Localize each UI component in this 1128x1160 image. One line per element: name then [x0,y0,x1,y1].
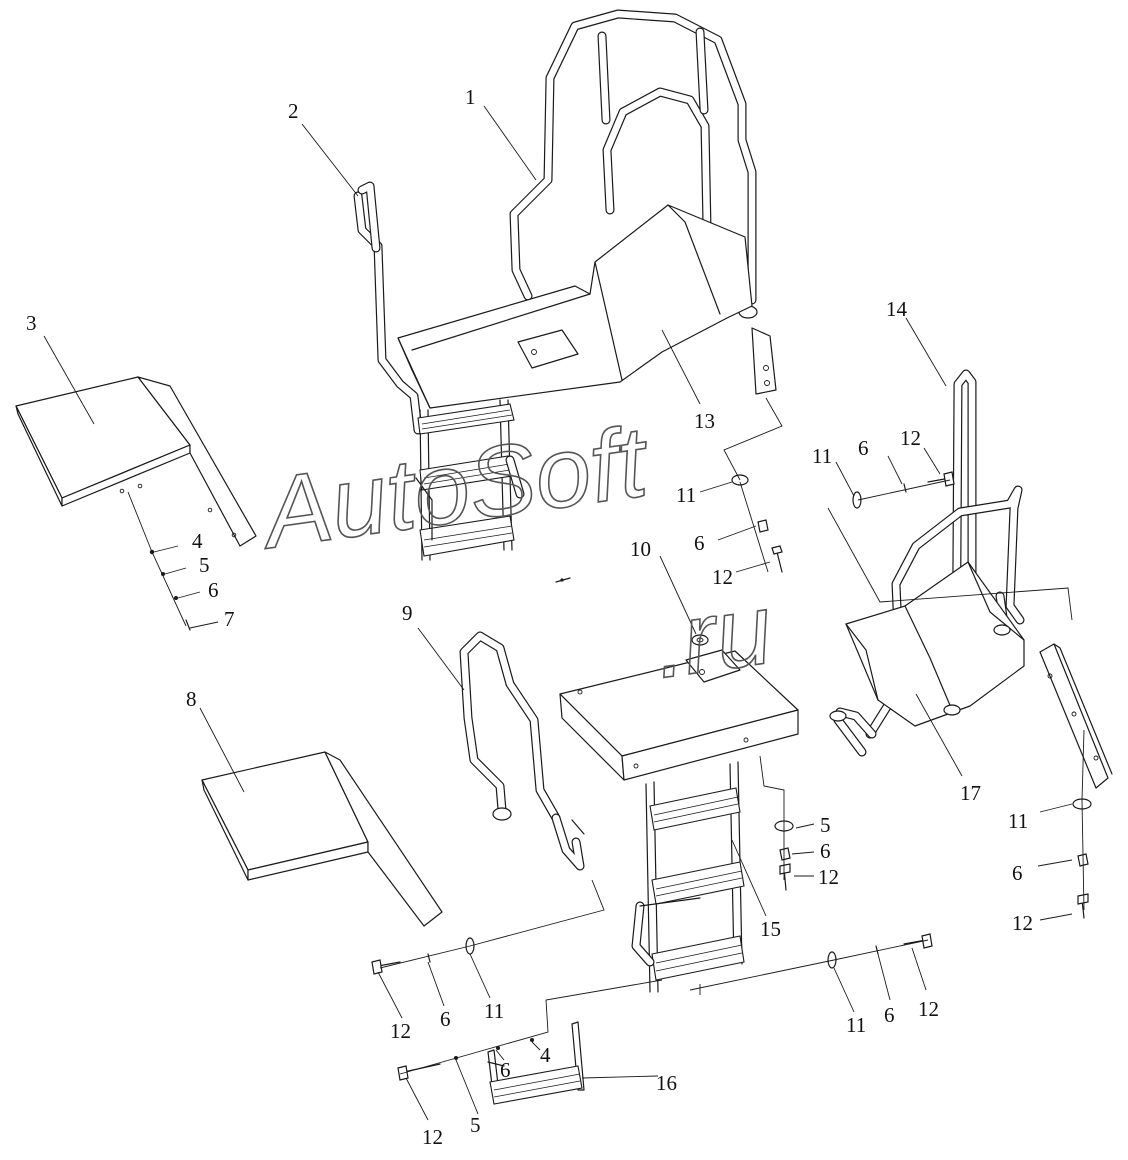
callout-8: 8 [186,687,197,711]
callout-1: 1 [465,85,476,109]
callout-5: 5 [199,553,210,577]
callout-5: 5 [820,813,831,837]
part-3-left-upper-fender [15,376,257,547]
callout-16: 16 [656,1071,677,1095]
part-8-left-lower-fender [201,751,443,927]
part-15-lower-ladder [631,761,745,993]
upper-ladder [415,399,525,561]
callout-17: 17 [960,781,981,805]
callout-6: 6 [694,531,705,555]
callout-5: 5 [470,1113,481,1137]
callout-6: 6 [500,1058,511,1082]
watermark-text-ru: .ru [647,573,778,700]
callout-6: 6 [440,1007,451,1031]
callout-4: 4 [192,529,203,553]
part-17-right-platform [845,561,1025,727]
callout-6: 6 [820,839,831,863]
callout-2: 2 [288,99,299,123]
callout-11: 11 [812,444,832,468]
callout-12: 12 [712,565,733,589]
part-9-lower-left-handrail [459,631,585,871]
part-16-small-step [487,1021,585,1105]
callout-6: 6 [858,436,869,460]
right-bracket [1039,643,1113,789]
callout-12: 12 [390,1019,411,1043]
callout-15: 15 [760,917,781,941]
callout-6: 6 [884,1003,895,1027]
callout-12: 12 [1012,911,1033,935]
callout-9: 9 [402,601,413,625]
callout-12: 12 [900,426,921,450]
callout-3: 3 [26,311,37,335]
lower-platform [559,634,799,781]
part-number-labels: 1 2 3 4 5 6 7 8 9 10 11 6 12 13 14 11 6 … [26,85,1033,1149]
callout-12: 12 [918,997,939,1021]
callout-11: 11 [484,999,504,1023]
callout-10: 10 [630,537,651,561]
callout-7: 7 [224,607,235,631]
part-1-handrail-frame [509,9,758,319]
leader-lines [43,105,1073,1121]
callout-11: 11 [846,1013,866,1037]
callout-11: 11 [676,483,696,507]
callout-4: 4 [540,1043,551,1067]
callout-12: 12 [422,1125,443,1149]
callout-11: 11 [1008,809,1028,833]
part-2-left-handrail [353,181,423,435]
callout-14: 14 [886,297,908,321]
fasteners [149,471,1092,1081]
assembly-lines [379,397,1085,1075]
callout-12: 12 [818,865,839,889]
callout-6: 6 [1012,861,1023,885]
callout-13: 13 [694,409,715,433]
callout-6: 6 [208,578,219,602]
part-13-upper-platform [397,204,777,409]
